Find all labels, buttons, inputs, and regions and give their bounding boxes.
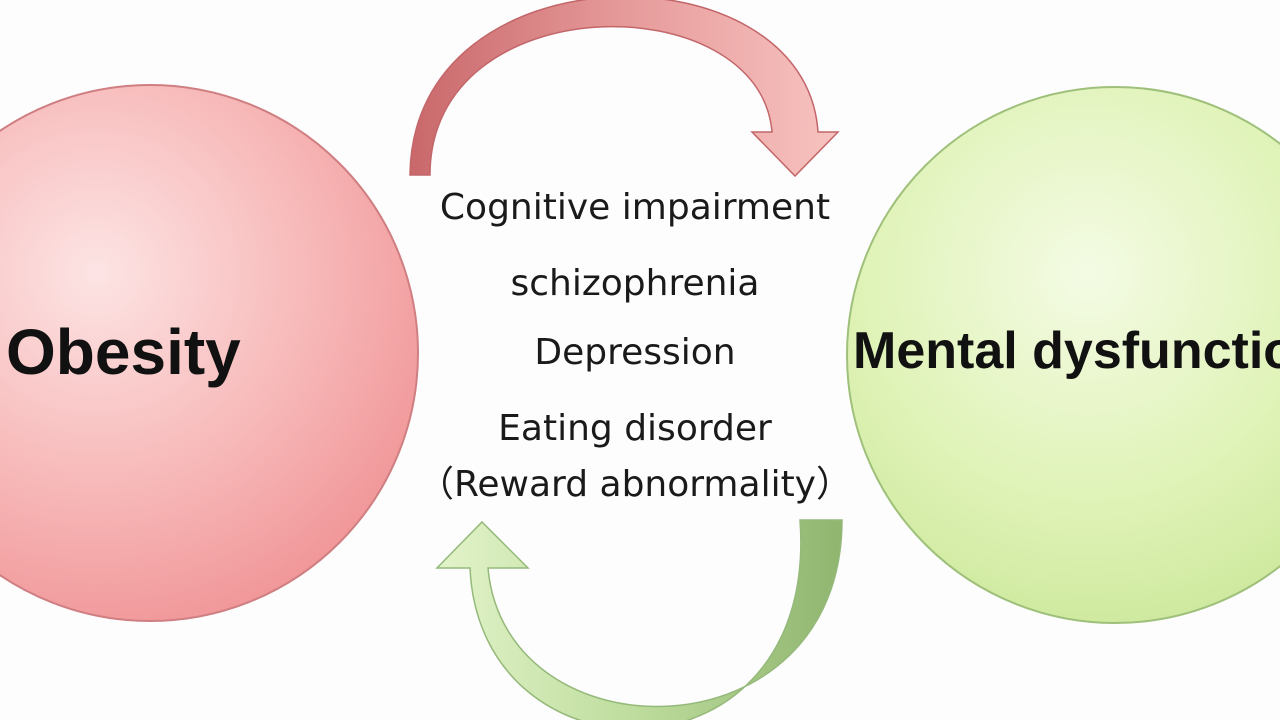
condition-item-schizophrenia: schizophrenia (510, 263, 760, 304)
mental-dysfunction-label: Mental dysfunction (853, 322, 1280, 380)
obesity-label: Obesity (6, 316, 241, 388)
condition-item-reward-abnormality: （Reward abnormality） (418, 464, 852, 505)
condition-item-cognitive-impairment: Cognitive impairment (439, 187, 831, 228)
condition-item-eating-disorder: Eating disorder (498, 408, 772, 449)
condition-item-depression: Depression (534, 332, 736, 373)
top-cycle-arrow (409, 0, 840, 178)
obesity-circle (0, 84, 419, 622)
bottom-cycle-arrow (435, 519, 843, 720)
mental-dysfunction-circle (846, 86, 1280, 624)
